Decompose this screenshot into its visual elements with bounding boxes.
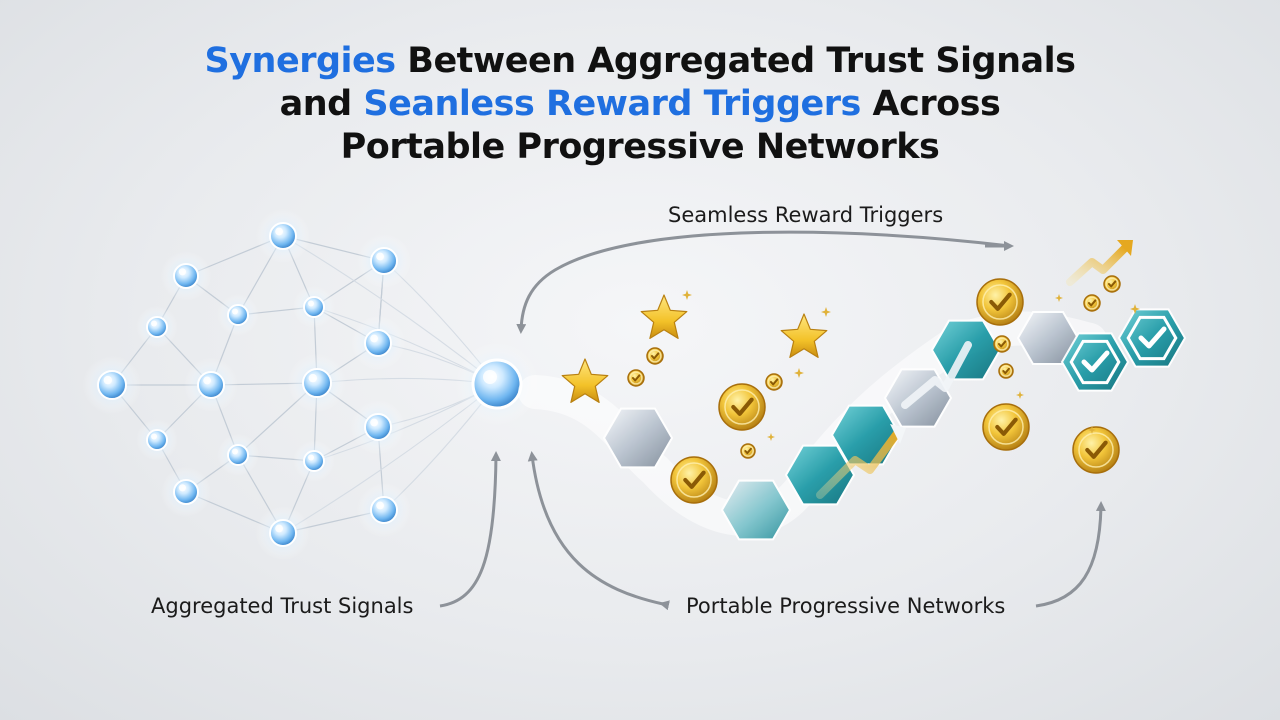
network-node-icon	[217, 294, 259, 336]
network-node-icon	[287, 353, 347, 413]
hub-node-icon	[455, 342, 539, 426]
network-node-icon	[255, 208, 311, 264]
trust-signal-network	[82, 208, 412, 561]
sparkle-icon	[1055, 294, 1063, 302]
sparkle-icon	[1016, 391, 1024, 399]
star-icon	[640, 294, 688, 339]
cycle-arrow-left	[439, 451, 501, 608]
network-node-icon	[350, 315, 406, 371]
reward-icons	[561, 275, 1140, 504]
cycle-arrow-top	[516, 230, 1011, 334]
gold-check-coin-icon	[993, 335, 1011, 353]
star-icon	[780, 313, 828, 358]
hexagon-tile-icon	[720, 479, 792, 541]
network-node-icon	[255, 505, 311, 561]
gold-check-coin-icon	[1083, 294, 1101, 312]
network-node-icon	[356, 233, 412, 289]
gold-check-coin-icon	[1072, 426, 1120, 474]
diagram-title: Synergies Between Aggregated Trust Signa…	[0, 40, 1280, 169]
network-node-icon	[293, 286, 335, 328]
sparkle-icon	[767, 433, 775, 441]
network-node-icon	[356, 482, 412, 538]
network-node-icon	[217, 434, 259, 476]
title-text-2a: and	[279, 84, 364, 124]
cycle-arrow-middle	[527, 451, 670, 611]
hexagon-tile-icon	[602, 407, 674, 469]
gold-check-coin-icon	[998, 363, 1014, 379]
sparkle-icon	[1130, 304, 1140, 314]
gold-check-coin-icon	[740, 443, 756, 459]
label-trust-signals: Aggregated Trust Signals	[151, 594, 414, 618]
network-node-icon	[82, 355, 142, 415]
title-highlight-1: Synergies	[204, 41, 397, 81]
network-node-icon	[350, 399, 406, 455]
label-progressive-networks: Portable Progressive Networks	[686, 594, 1006, 618]
star-icon	[561, 358, 609, 403]
network-node-icon	[136, 419, 178, 461]
network-node-icon	[136, 306, 178, 348]
gold-check-coin-icon	[670, 456, 718, 504]
title-highlight-2: Seanless Reward Triggers	[363, 84, 861, 124]
network-node-icon	[293, 440, 335, 482]
title-line-2: and Seanless Reward Triggers Across	[0, 83, 1280, 126]
trend-arrow-icon	[816, 240, 1133, 499]
gold-check-coin-icon	[982, 403, 1030, 451]
sparkle-icon	[821, 307, 831, 317]
sparkle-icon	[682, 290, 692, 300]
gold-check-coin-icon	[765, 373, 783, 391]
title-text-1: Between Aggregated Trust Signals	[395, 41, 1076, 81]
label-reward-triggers: Seamless Reward Triggers	[668, 203, 944, 227]
sparkle-icon	[1088, 426, 1096, 434]
network-node-icon	[160, 466, 212, 518]
gold-check-coin-icon	[1103, 275, 1121, 293]
hexagon-check-badge-icon	[1060, 332, 1130, 392]
cycle-arrow-right	[1035, 501, 1106, 608]
gold-check-coin-icon	[718, 383, 766, 431]
title-text-2b: Across	[860, 84, 1001, 124]
network-node-icon	[160, 250, 212, 302]
title-line-1: Synergies Between Aggregated Trust Signa…	[0, 40, 1280, 83]
gold-check-coin-icon	[646, 347, 664, 365]
hexagon-check-badge-icon	[1117, 308, 1187, 368]
gold-check-coin-icon	[627, 369, 645, 387]
gold-check-coin-icon	[976, 278, 1024, 326]
sparkle-icon	[794, 368, 804, 378]
title-line-3: Portable Progressive Networks	[340, 127, 940, 167]
network-node-icon	[183, 357, 239, 413]
